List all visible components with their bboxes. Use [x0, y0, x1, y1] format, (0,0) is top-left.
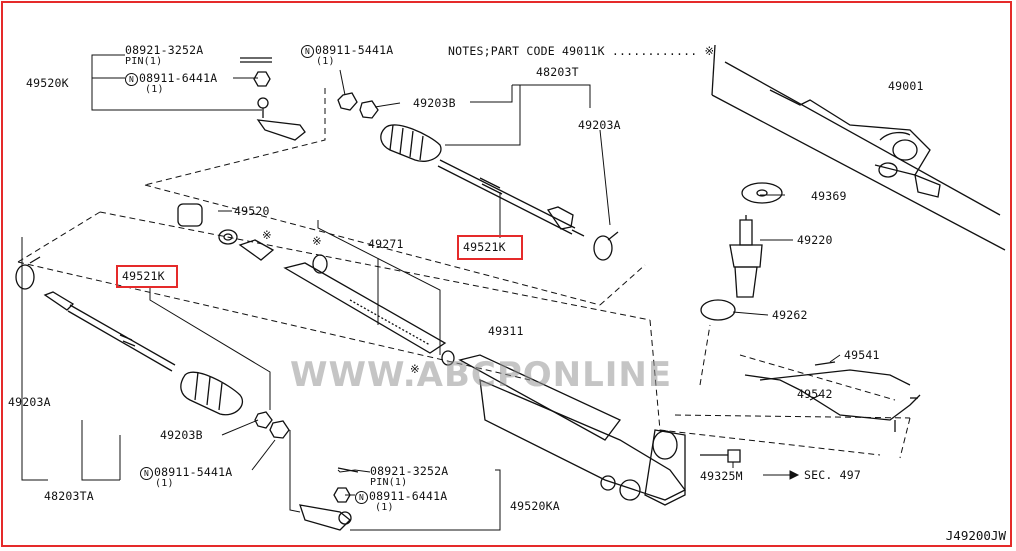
n-symbol-icon: N [355, 491, 368, 504]
n-symbol-icon: N [301, 45, 314, 58]
section-arrow [763, 470, 800, 480]
bush-49520-part [177, 203, 238, 245]
label-pin-top: 08921-3252A [125, 43, 204, 57]
label-valve: 49325M [700, 469, 743, 483]
label-nut-top-qty: (1) [145, 84, 164, 95]
label-pin-top-sub: PIN(1) [125, 56, 163, 67]
upper-inner-socket-part [437, 159, 585, 237]
label-boot-lower: 49203B [160, 428, 203, 442]
label-pinion: 49220 [797, 233, 833, 247]
highlight-box-lower [116, 265, 178, 288]
clamp-lower-part [15, 256, 41, 290]
lower-boot-part [180, 371, 244, 416]
label-boot-top: 49203B [413, 96, 456, 110]
pinion-part [729, 215, 763, 298]
pipe-parts [744, 361, 921, 432]
label-section-ref: SEC. 497 [804, 468, 861, 482]
gear-housing-part [458, 354, 686, 506]
valve-part [700, 449, 741, 463]
leader-lines [21, 54, 841, 531]
label-boot-mid: 49520 [234, 204, 270, 218]
label-sock-upper: 49521K [463, 240, 506, 254]
label-kit-top: 48203T [536, 65, 579, 79]
label-washer: 49369 [811, 189, 847, 203]
washer-part [741, 182, 783, 204]
label-nut-bottom-qty: (1) [375, 502, 394, 513]
inner-rack-part [238, 239, 455, 366]
n-symbol-icon: N [140, 467, 153, 480]
upper-boot-part [380, 124, 442, 162]
label-pin-bottom: 08921-3252A [370, 464, 449, 478]
watermark-text: WWW.ABCPONLINE [290, 355, 673, 395]
notes-text: NOTES;PART CODE 49011K ............ ※ [448, 44, 715, 58]
diagram-code: J49200JW [945, 528, 1006, 543]
label-kit-lower: 48203TA [44, 489, 94, 503]
label-bush: 49311 [488, 324, 524, 338]
highlight-box-upper [457, 235, 523, 260]
label-nut2-top-qty: (1) [316, 56, 335, 67]
n-symbol-icon: N [125, 73, 138, 86]
label-oring: 49262 [772, 308, 808, 322]
nut-top-part [337, 92, 379, 119]
label-end-bottom: 49520KA [510, 499, 560, 513]
tie-rod-end-bottom [299, 467, 359, 531]
label-star-2: ※ [312, 234, 322, 248]
label-pipe-upper: 49541 [844, 348, 880, 362]
label-sock-lower: 49521K [122, 269, 165, 283]
label-rack-assy: 49001 [888, 79, 924, 93]
clamp-top-part [593, 231, 619, 261]
tie-rod-end-top [240, 57, 306, 141]
label-inner-rack: 49271 [368, 237, 404, 251]
label-clamp-left: 49203A [8, 395, 51, 409]
o-ring-part [700, 299, 736, 321]
lower-inner-socket-part [43, 291, 176, 372]
label-end-left-top: 49520K [26, 76, 69, 90]
nut-lower-part [254, 411, 290, 439]
label-pin-bottom-sub: PIN(1) [370, 477, 408, 488]
label-clamp-top: 49203A [578, 118, 621, 132]
rack-assembly-part [711, 44, 1006, 251]
label-star-3: ※ [410, 362, 420, 376]
label-pipe-lower: 49542 [797, 387, 833, 401]
label-nut2-bottom-qty: (1) [155, 478, 174, 489]
label-star-1: ※ [262, 228, 272, 242]
